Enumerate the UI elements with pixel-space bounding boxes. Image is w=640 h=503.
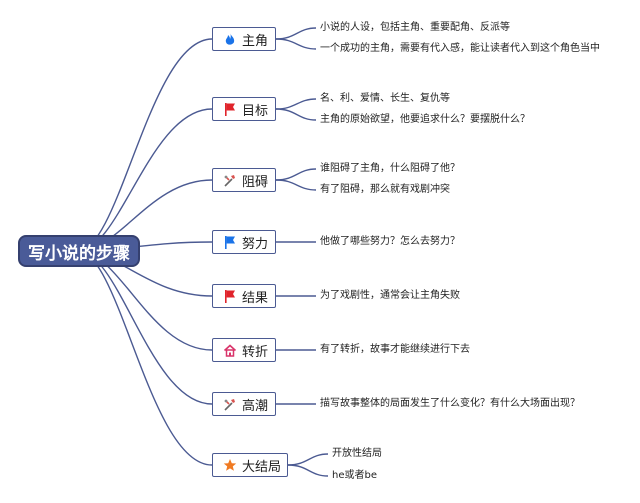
subtopic-text[interactable]: 名、利、爱情、长生、复仇等: [320, 93, 450, 104]
subtopic-text[interactable]: 为了戏剧性，通常会让主角失败: [320, 290, 460, 301]
tools-icon: [222, 173, 237, 188]
topic-label: 转折: [242, 344, 269, 360]
flame-icon: [222, 32, 237, 47]
leaf-connector: [275, 98, 317, 110]
topic-label: 努力: [242, 236, 269, 252]
topic-node-0[interactable]: 主角: [212, 27, 276, 51]
topic-label: 主角: [242, 33, 269, 49]
subtopic-text[interactable]: 主角的原始欲望，他要追求什么？要摆脱什么？: [320, 114, 530, 125]
topic-node-4[interactable]: 结果: [212, 284, 276, 308]
red-flag-icon: [222, 102, 237, 117]
topic-label: 阻碍: [242, 174, 269, 190]
subtopic-text[interactable]: 描写故事整体的局面发生了什么变化？有什么大场面出现？: [320, 398, 580, 409]
subtopic-text[interactable]: 谁阻碍了主角，什么阻碍了他？: [320, 163, 460, 174]
home-icon: [222, 343, 237, 358]
subtopic-text[interactable]: he或者be: [332, 470, 377, 481]
red-flag-icon: [222, 289, 237, 304]
topic-node-6[interactable]: 高潮: [212, 392, 276, 416]
leaf-connector: [275, 27, 317, 40]
subtopic-text[interactable]: 小说的人设，包括主角、重要配角、反派等: [320, 22, 510, 33]
topic-node-3[interactable]: 努力: [212, 230, 276, 254]
leaf-connector: [275, 108, 317, 121]
topic-node-7[interactable]: 大结局: [212, 453, 288, 477]
blue-flag-icon: [222, 235, 237, 250]
topic-label: 高潮: [242, 398, 269, 414]
subtopic-text[interactable]: 有了转折，故事才能继续进行下去: [320, 344, 470, 355]
leaf-connector: [275, 38, 317, 50]
subtopic-text[interactable]: 一个成功的主角，需要有代入感，能让读者代入到这个角色当中: [320, 43, 600, 54]
branch-connector: [77, 250, 213, 466]
leaf-connector: [275, 168, 317, 181]
topic-label: 大结局: [242, 459, 282, 475]
topic-label: 目标: [242, 103, 269, 119]
topic-node-2[interactable]: 阻碍: [212, 168, 276, 192]
central-topic-label: 写小说的步骤: [28, 243, 130, 264]
branch-connector: [77, 38, 213, 252]
branch-connector: [77, 250, 213, 405]
leaf-connector: [287, 464, 329, 477]
subtopic-text[interactable]: 有了阻碍，那么就有戏剧冲突: [320, 184, 450, 195]
topic-label: 结果: [242, 290, 269, 306]
topic-node-1[interactable]: 目标: [212, 97, 276, 121]
leaf-connector: [287, 453, 329, 466]
leaf-connector: [275, 179, 317, 191]
subtopic-text[interactable]: 开放性结局: [332, 448, 382, 459]
tools-icon: [222, 397, 237, 412]
subtopic-text[interactable]: 他做了哪些努力？怎么去努力？: [320, 236, 460, 247]
star-icon: [222, 458, 237, 473]
topic-node-5[interactable]: 转折: [212, 338, 276, 362]
central-topic[interactable]: 写小说的步骤: [18, 235, 140, 267]
branch-connector: [77, 108, 213, 252]
